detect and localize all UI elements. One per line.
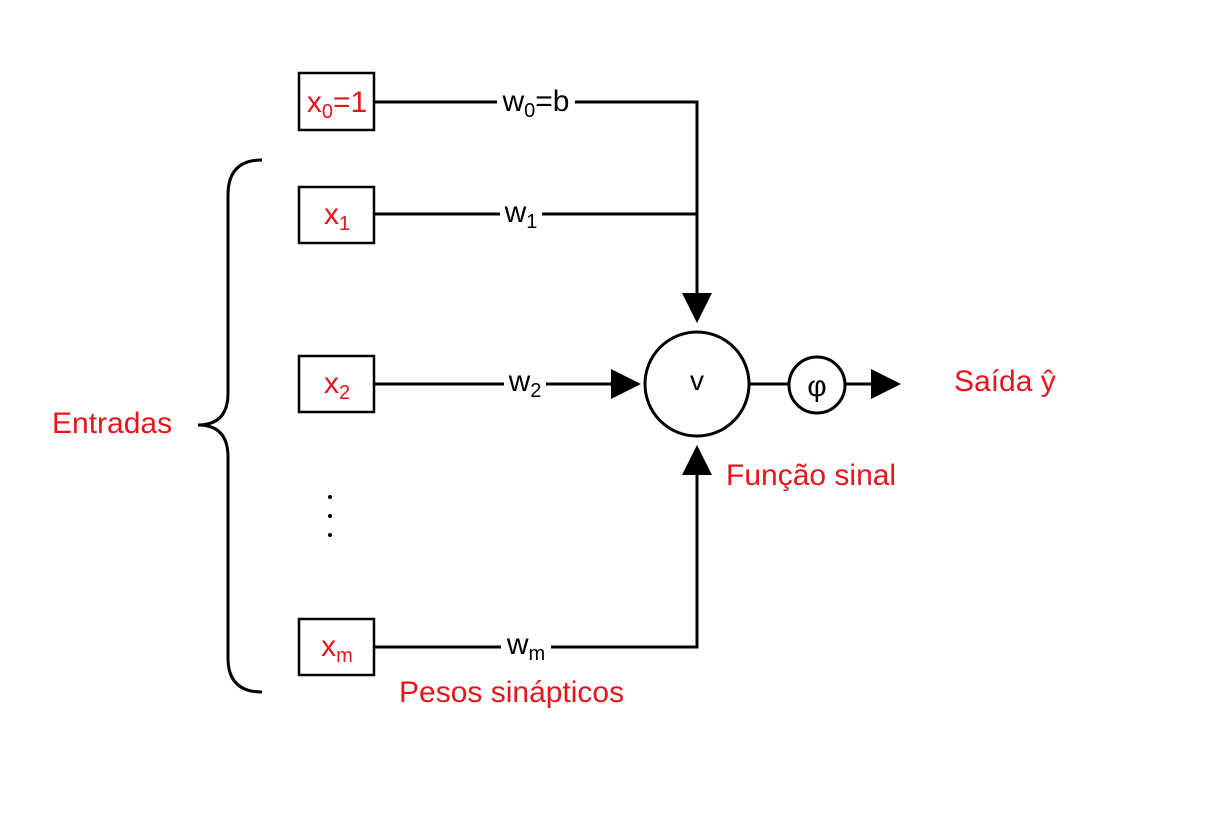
input-label-x1: x1 [324, 198, 350, 235]
weight-label-bg [504, 367, 546, 397]
weight-label-w2: w2 [508, 365, 542, 402]
weight-label-w0: w0=b [501, 85, 569, 122]
input-box-x1 [297, 185, 376, 245]
wire-x0 [374, 100, 712, 323]
input-box-x2 [297, 354, 376, 414]
entradas-label: Entradas [52, 407, 172, 440]
funcao-sinal-label: Função sinal [726, 459, 896, 492]
input-label-x0: x0=1 [307, 86, 367, 123]
weight-label-wm: wm [506, 628, 545, 665]
pesos-sinapticos-label: Pesos sinápticos [399, 676, 624, 709]
weight-label-bg [497, 86, 575, 116]
weight-label-bg [501, 630, 551, 660]
inputs-brace [197, 158, 263, 694]
ellipsis-dot [328, 495, 332, 499]
sum-node-label: v [690, 365, 704, 396]
input-box-x0 [297, 71, 376, 132]
ellipsis-dot [328, 514, 332, 518]
input-label-xm: xm [321, 630, 353, 667]
wire-xm [374, 445, 712, 649]
ellipsis-dot [328, 533, 332, 537]
input-label-x2: x2 [324, 367, 350, 404]
saida-label: Saída ŷ [954, 365, 1056, 398]
weight-label-w1: w1 [504, 196, 538, 233]
activation-label: φ [807, 370, 826, 403]
weight-label-bg [500, 198, 542, 228]
